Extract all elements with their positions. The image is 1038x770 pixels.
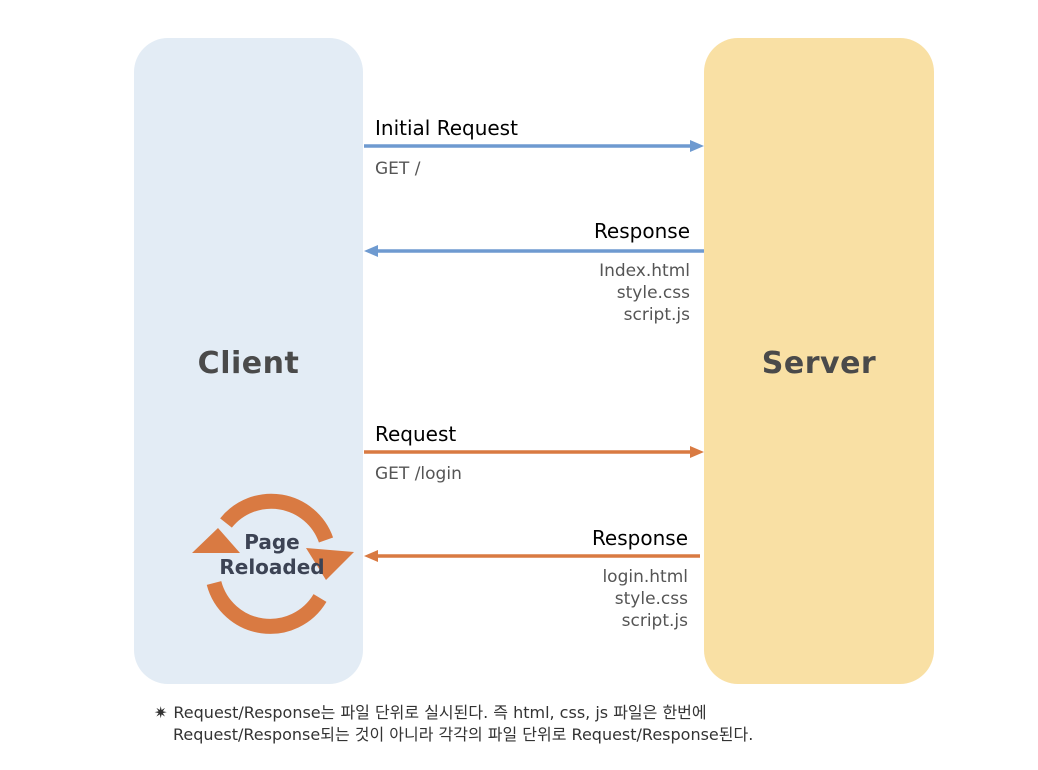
- initial-request-arrow: [364, 140, 704, 152]
- server-label: Server: [761, 346, 877, 381]
- file-item: login.html: [602, 567, 688, 587]
- second-request-arrow: [364, 446, 704, 458]
- initial-request-title: Initial Request: [375, 116, 518, 140]
- file-item: style.css: [614, 589, 688, 609]
- server-panel: Server: [704, 38, 934, 684]
- second-response-title: Response: [591, 526, 688, 550]
- reload-badge-text: Page Reloaded: [200, 530, 344, 580]
- footnote-line2: Request/Response되는 것이 아니라 각각의 파일 단위로 Req…: [173, 725, 754, 744]
- footnote: ✷ Request/Response는 파일 단위로 실시된다. 즉 html, …: [154, 702, 753, 746]
- footnote-line1: Request/Response는 파일 단위로 실시된다. 즉 html, c…: [173, 703, 707, 722]
- file-item: Index.html: [599, 261, 690, 281]
- client-panel: Client: [134, 38, 363, 684]
- initial-response-files: Index.html style.css script.js: [599, 260, 690, 326]
- reload-icon: [192, 493, 354, 634]
- client-label: Client: [197, 346, 300, 381]
- second-response-files: login.html style.css script.js: [602, 566, 688, 632]
- reload-line2: Reloaded: [219, 555, 325, 579]
- footnote-marker: ✷: [154, 703, 168, 722]
- file-item: style.css: [616, 283, 690, 303]
- initial-request-detail: GET /: [375, 159, 421, 179]
- reload-line1: Page: [244, 530, 300, 554]
- file-item: script.js: [621, 611, 688, 631]
- second-response-arrow: [364, 550, 700, 562]
- file-item: script.js: [623, 305, 690, 325]
- second-request-detail: GET /login: [375, 464, 462, 484]
- initial-response-title: Response: [593, 219, 690, 243]
- initial-response-arrow: [364, 245, 704, 257]
- second-request-title: Request: [375, 422, 457, 446]
